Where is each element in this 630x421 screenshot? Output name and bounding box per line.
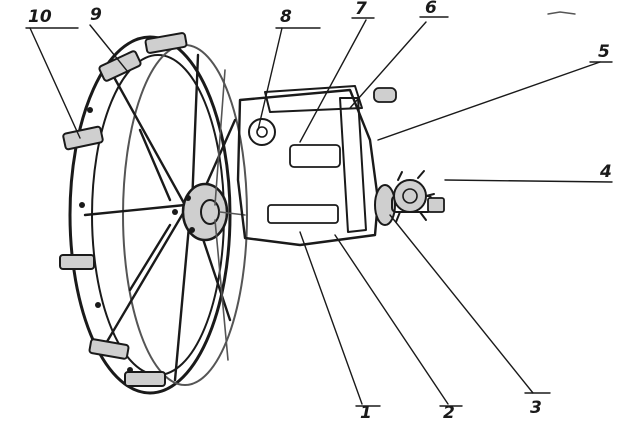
gearbox-housing [236, 88, 380, 247]
callout-4: 4 [599, 162, 612, 182]
side-plate [339, 97, 367, 233]
callout-labels: 10 9 8 7 6 5 4 3 2 1 [28, 0, 612, 421]
callout-10: 10 [28, 7, 52, 27]
shaft-block [289, 144, 341, 168]
wheel-back-spokes [214, 69, 246, 361]
callout-6: 6 [425, 0, 437, 18]
rim-bolts [79, 107, 133, 373]
callout-7: 7 [355, 0, 367, 19]
leader-lines [25, 16, 613, 407]
lower-bracket [267, 204, 339, 224]
callout-3: 3 [530, 398, 542, 418]
wheel [59, 32, 248, 395]
rim-lugs [59, 32, 188, 387]
callout-8: 8 [280, 7, 292, 27]
callout-2: 2 [443, 403, 455, 421]
gearbox [236, 85, 445, 247]
wheel-hub-center [200, 199, 220, 225]
gearbox-top-plate [264, 85, 363, 113]
scan-mark [547, 11, 576, 15]
callout-1: 1 [360, 403, 372, 421]
coupling-gear [393, 170, 435, 223]
top-pin [373, 87, 397, 103]
hub-bolts [172, 195, 195, 233]
shaft-nut [427, 197, 445, 213]
wheel-rim-outer [68, 35, 232, 395]
internal-gear [248, 118, 276, 146]
callout-5: 5 [598, 42, 610, 62]
callout-9: 9 [90, 5, 102, 25]
